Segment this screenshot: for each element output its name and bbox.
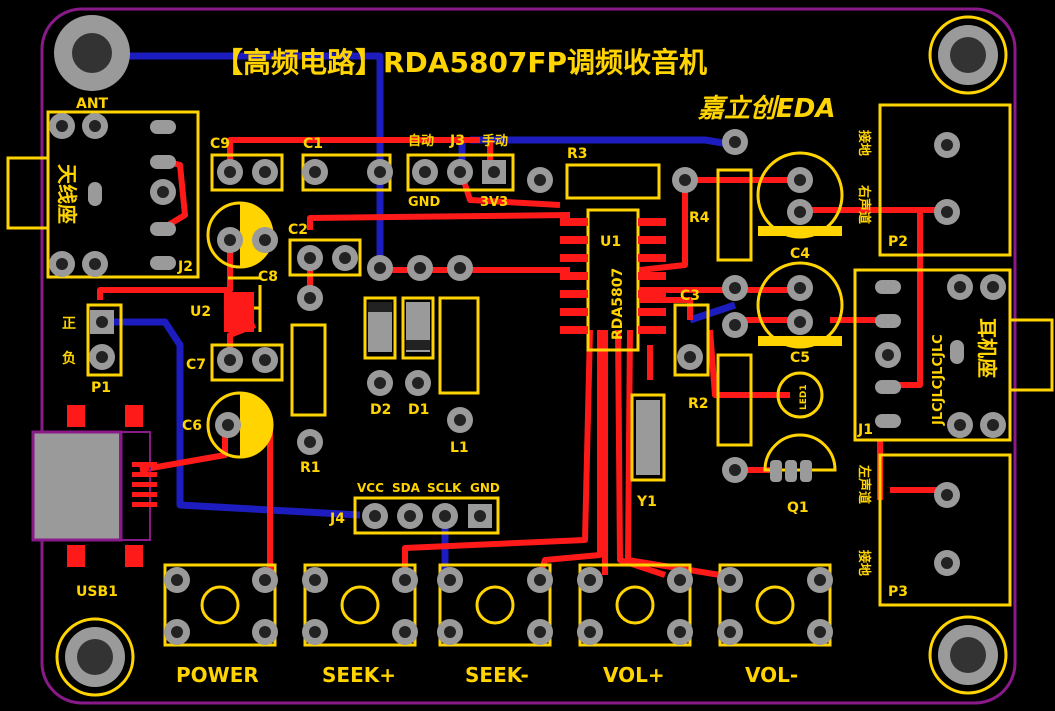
electrolytic-caps: [240, 203, 842, 457]
ground-p2-label: 接地: [856, 130, 872, 156]
positive-label: 正: [62, 316, 76, 332]
j3-label: J3: [449, 133, 465, 149]
p1-label: P1: [91, 380, 111, 396]
j4-label: J4: [329, 511, 345, 527]
u1-part-label: RDA5807: [610, 268, 626, 340]
j4-pin-sclk: SCLK: [427, 481, 462, 495]
c4-label: C4: [790, 246, 810, 262]
l1-label: L1: [450, 440, 469, 456]
j4-pin-vcc: VCC: [357, 481, 384, 495]
r4-label: R4: [689, 210, 710, 226]
c1-label: C1: [303, 136, 323, 152]
seek-plus-button-label: SEEK+: [322, 663, 396, 687]
auto-label: 自动: [408, 133, 434, 149]
u1-label: U1: [600, 234, 621, 250]
d1-label: D1: [408, 402, 429, 418]
r2-label: R2: [688, 396, 709, 412]
p2-label: P2: [888, 234, 908, 250]
j4-pin-sda: SDA: [392, 481, 421, 495]
c5-label: C5: [790, 350, 810, 366]
power-button-label: POWER: [176, 663, 259, 687]
board-title: 【高频电路】RDA5807FP调频收音机: [215, 46, 707, 79]
silkscreen-outlines: [6, 103, 1054, 647]
d2-label: D2: [370, 402, 391, 418]
r3-label: R3: [567, 146, 588, 162]
c2-label: C2: [288, 222, 308, 238]
r1-label: R1: [300, 460, 321, 476]
c8-label: C8: [258, 269, 278, 285]
ant-label: ANT: [76, 96, 109, 112]
seek-minus-button-label: SEEK-: [465, 663, 529, 687]
vol-plus-button-label: VOL+: [603, 663, 665, 687]
logo-text: 嘉立创EDA: [697, 94, 835, 124]
button-caps: [200, 585, 795, 625]
c7-label: C7: [186, 357, 206, 373]
right-channel-label: 右声道: [856, 184, 872, 224]
antenna-seat-label: 天线座: [55, 164, 79, 224]
gnd-label: GND: [408, 195, 441, 210]
j2-label: J2: [177, 259, 193, 275]
v33-label: 3V3: [480, 195, 508, 210]
c9-label: C9: [210, 136, 230, 152]
earphone-seat-label: 耳机座: [975, 318, 999, 378]
u2-label: U2: [190, 304, 211, 320]
led1-label: LED1: [799, 384, 809, 410]
usb1-label: USB1: [76, 584, 118, 600]
manual-label: 手动: [482, 133, 508, 149]
j1-label: J1: [857, 422, 873, 438]
mounting-holes: [54, 15, 1008, 697]
left-channel-label: 左声道: [856, 465, 872, 504]
jlc-mark: JLCJLCJLCJLC: [931, 334, 946, 426]
q1-label: Q1: [787, 500, 809, 516]
negative-label: 负: [62, 350, 76, 367]
y1-label: Y1: [636, 494, 657, 510]
usb-connector: [31, 405, 157, 567]
j4-pin-gnd: GND: [470, 481, 500, 495]
pads: [49, 113, 1006, 645]
vol-minus-button-label: VOL-: [745, 663, 798, 687]
ground-p3-label: 接地: [856, 550, 872, 576]
c3-label: C3: [680, 288, 700, 304]
u1-pads: [560, 218, 666, 334]
diodes: [224, 292, 660, 475]
p3-label: P3: [888, 584, 908, 600]
c6-label: C6: [182, 418, 202, 434]
